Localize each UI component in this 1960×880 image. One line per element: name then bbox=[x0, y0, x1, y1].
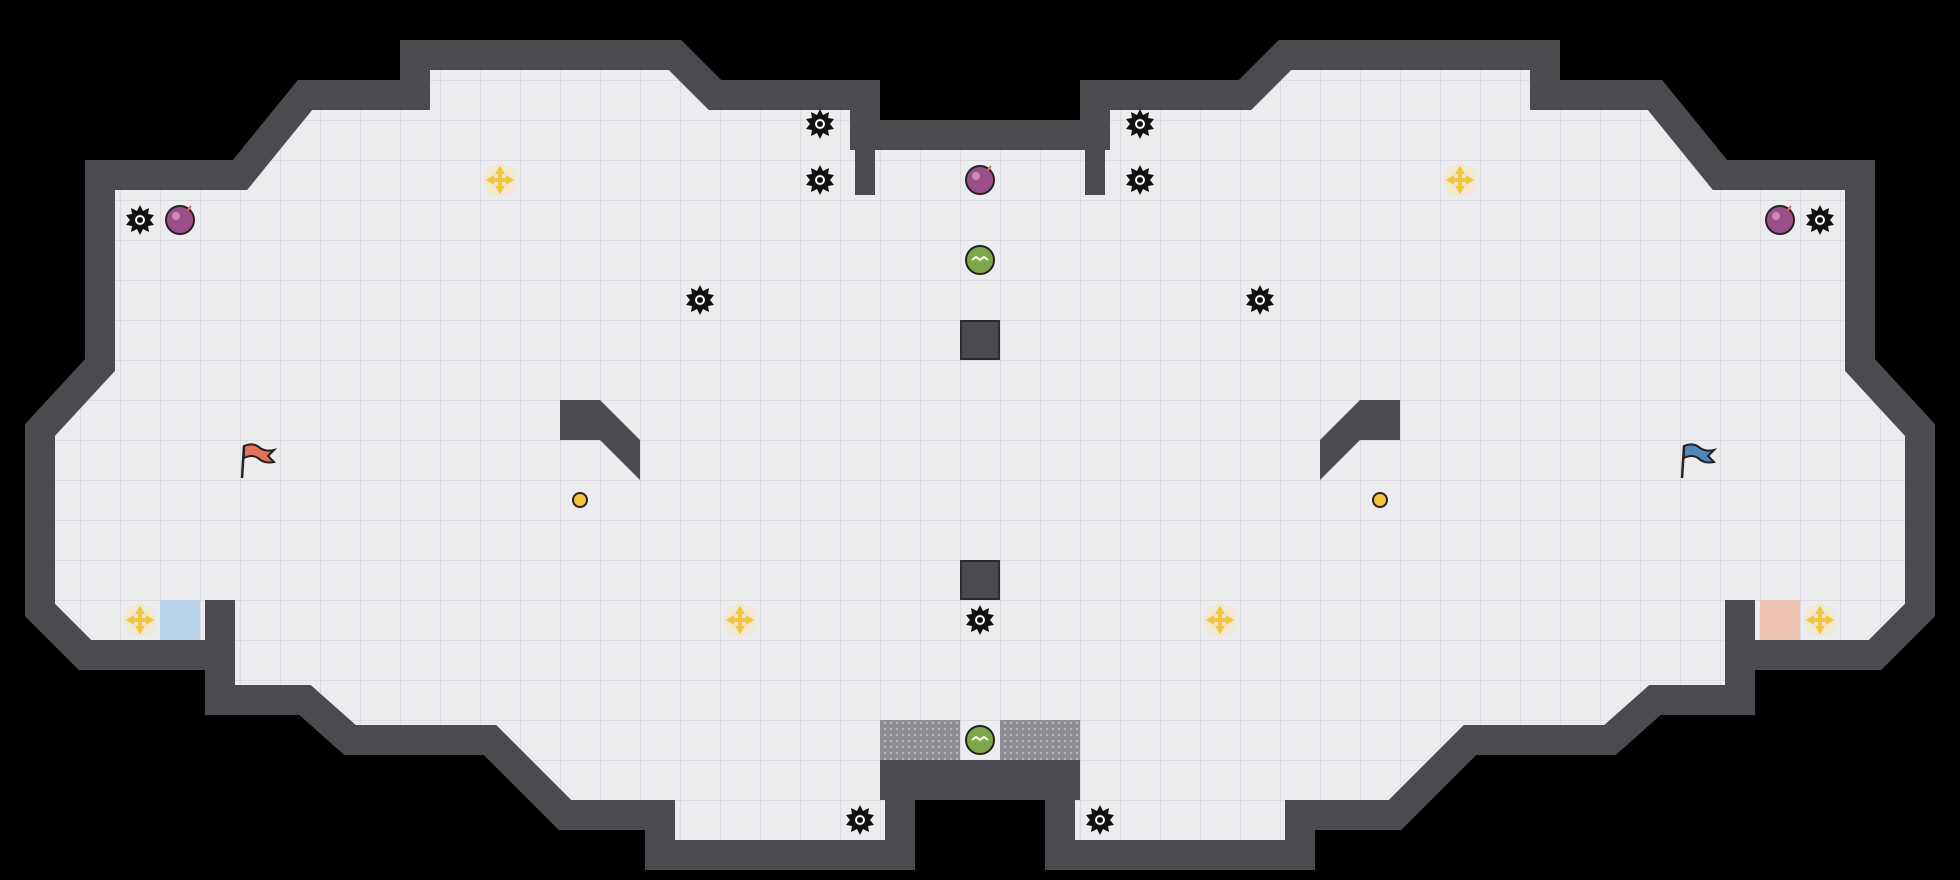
spike-icon bbox=[806, 109, 834, 139]
spike-icon bbox=[126, 205, 154, 235]
gate-tile bbox=[1000, 720, 1040, 760]
button-icon bbox=[1372, 492, 1388, 508]
bomb-icon bbox=[965, 245, 995, 275]
wall-block bbox=[855, 120, 875, 195]
gate-tile bbox=[880, 720, 920, 760]
wall-ramp bbox=[1320, 400, 1400, 480]
bomb-icon bbox=[965, 725, 995, 755]
pit bbox=[920, 800, 1040, 880]
power-up-icon bbox=[165, 205, 195, 235]
red-flag-icon bbox=[240, 443, 278, 479]
gate-tile bbox=[920, 720, 960, 760]
wall-block bbox=[1085, 120, 1105, 195]
boost-icon bbox=[1804, 604, 1836, 636]
wall-block bbox=[960, 320, 1000, 360]
gate-tile bbox=[1040, 720, 1080, 760]
blue-flag-icon bbox=[1680, 443, 1718, 479]
boost-icon bbox=[1204, 604, 1236, 636]
boost-icon bbox=[1444, 164, 1476, 196]
power-up-icon bbox=[1765, 205, 1795, 235]
spike-icon bbox=[846, 805, 874, 835]
wall-block bbox=[1725, 600, 1755, 670]
spike-icon bbox=[1086, 805, 1114, 835]
spike-icon bbox=[1126, 109, 1154, 139]
arena-floor bbox=[25, 40, 1935, 870]
red-endzone-tile bbox=[1760, 600, 1800, 640]
boost-icon bbox=[124, 604, 156, 636]
spike-icon bbox=[966, 605, 994, 635]
wall-block bbox=[960, 560, 1000, 600]
wall-block bbox=[205, 600, 235, 670]
spike-icon bbox=[686, 285, 714, 315]
button-icon bbox=[572, 492, 588, 508]
power-up-icon bbox=[965, 165, 995, 195]
spike-icon bbox=[1126, 165, 1154, 195]
spike-icon bbox=[1246, 285, 1274, 315]
boost-icon bbox=[724, 604, 756, 636]
blue-endzone-tile bbox=[160, 600, 200, 640]
wall-ramp bbox=[560, 400, 640, 480]
spike-icon bbox=[1806, 205, 1834, 235]
boost-icon bbox=[484, 164, 516, 196]
spike-icon bbox=[806, 165, 834, 195]
wall-block bbox=[880, 760, 1080, 800]
